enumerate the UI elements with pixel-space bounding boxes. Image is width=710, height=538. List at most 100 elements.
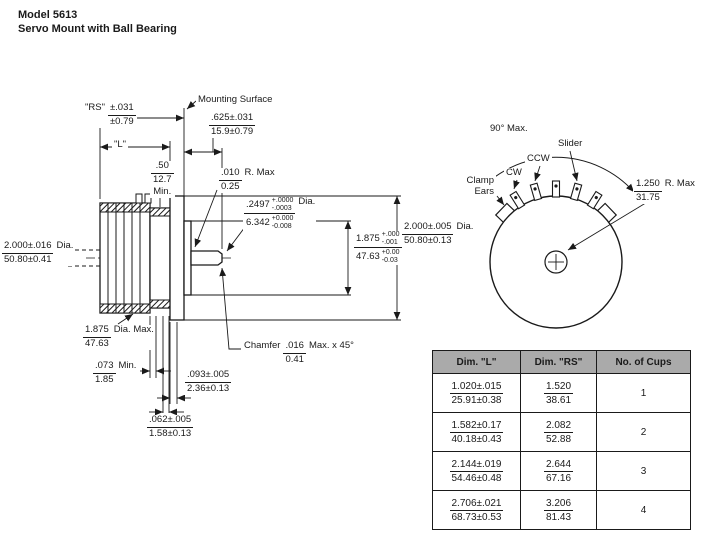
dia-note: Dia. bbox=[56, 240, 74, 251]
slider-label: Slider bbox=[556, 138, 585, 150]
front-view-leaders bbox=[496, 150, 650, 251]
mm-value: 0.41 bbox=[285, 353, 304, 365]
inch-value: .062±.005 bbox=[147, 414, 194, 428]
bearing-housing bbox=[149, 207, 171, 309]
cell-cups: 2 bbox=[596, 412, 691, 452]
inch-value: ±.031 bbox=[107, 102, 136, 116]
shaft bbox=[190, 250, 223, 266]
inch-value: 2.000±.016 bbox=[2, 240, 54, 254]
minus-tolerance: -0.008 bbox=[271, 223, 292, 231]
dimensions-table: Dim. "L" Dim. "RS" No. of Cups 1.020±.01… bbox=[432, 350, 691, 530]
table-header-row: Dim. "L" Dim. "RS" No. of Cups bbox=[432, 350, 691, 374]
front-view-drawing bbox=[477, 150, 650, 329]
dim-pilot-diameter: 1.875+.000-.001 47.63+0.00-0.03 bbox=[353, 231, 403, 265]
inch-value: .2497 bbox=[246, 199, 270, 211]
mm-value: 50.80±0.13 bbox=[404, 234, 452, 246]
terminal-lug bbox=[144, 193, 152, 204]
dim-rs: "RS"±.031±0.79 bbox=[84, 102, 137, 128]
cw-label: CW bbox=[504, 167, 524, 179]
mm-value: 1.85 bbox=[95, 373, 114, 385]
ccw-label: CCW bbox=[525, 153, 552, 165]
mm-value: 0.25 bbox=[221, 180, 240, 192]
mm-value: 47.63 bbox=[356, 251, 380, 263]
col-header-dim-l: Dim. "L" bbox=[432, 350, 521, 374]
pilot-boss bbox=[183, 220, 192, 296]
mm-value: 50.80±0.41 bbox=[4, 253, 52, 265]
inch-value: 1.875 bbox=[83, 324, 111, 338]
inch-value: .073 bbox=[93, 360, 116, 374]
dim-l-label: "L" bbox=[112, 139, 129, 151]
minus-tolerance: -0.03 bbox=[381, 257, 398, 265]
cell-cups: 1 bbox=[596, 373, 691, 413]
minus-tolerance: -.001 bbox=[381, 238, 398, 246]
inch-value: 2.000±.005 bbox=[402, 221, 454, 235]
mm-value: 47.63 bbox=[85, 337, 109, 349]
dia-note: Dia. bbox=[456, 221, 474, 232]
chamfer-label: Chamfer bbox=[244, 340, 281, 351]
chamfer-angle-note: Max. x 45° bbox=[308, 340, 354, 351]
rotation-range-label: 90° Max. bbox=[488, 123, 530, 135]
mm-value: 31.75 bbox=[636, 191, 660, 203]
inch-value: .50 bbox=[151, 160, 174, 174]
dim-shaft-diameter: .2497+.0000-.0003 6.342+0.000-0.008 Dia. bbox=[243, 196, 317, 231]
min-note: Min. bbox=[118, 360, 137, 371]
cup-dividers bbox=[107, 203, 141, 313]
mm-value: 2.36±0.13 bbox=[187, 382, 230, 394]
inch-value: 1.875 bbox=[356, 233, 380, 245]
mm-value: 15.9±0.79 bbox=[211, 125, 254, 137]
inch-value: .010 bbox=[219, 167, 242, 181]
r-max-note: R. Max bbox=[664, 178, 695, 189]
cell-cups: 4 bbox=[596, 490, 691, 530]
cell-cups: 3 bbox=[596, 451, 691, 491]
minus-tolerance: -.0003 bbox=[271, 204, 292, 212]
mm-value: 1.58±0.13 bbox=[149, 427, 192, 439]
inch-value: 1.250 bbox=[634, 178, 662, 192]
clamp-ears-label: Clamp Ears bbox=[452, 175, 496, 198]
dia-note: Dia. bbox=[298, 196, 316, 207]
mm-value: ±0.79 bbox=[109, 115, 134, 127]
center-bushing bbox=[544, 250, 568, 274]
model-description: Servo Mount with Ball Bearing bbox=[18, 23, 177, 36]
mm-value: 12.7 bbox=[153, 173, 172, 185]
inch-value: .016 bbox=[283, 340, 306, 354]
radius-note: R. Max bbox=[244, 167, 275, 178]
plus-tolerance: +.000 bbox=[381, 231, 400, 238]
min-note: Min. bbox=[153, 185, 172, 197]
inch-value: .625±.031 bbox=[209, 112, 256, 126]
rs-label: "RS" bbox=[85, 102, 105, 113]
inch-value: .093±.005 bbox=[185, 369, 232, 383]
model-number: Model 5613 bbox=[18, 9, 78, 21]
mounting-flange bbox=[169, 195, 185, 321]
col-header-dim-rs: Dim. "RS" bbox=[520, 350, 597, 374]
dia-max-note: Dia. Max. bbox=[113, 324, 154, 335]
plus-tolerance: +0.00 bbox=[381, 249, 400, 257]
mm-value: 6.342 bbox=[246, 217, 270, 229]
plus-tolerance: +.0000 bbox=[271, 197, 294, 204]
side-view-drawing bbox=[67, 193, 234, 321]
